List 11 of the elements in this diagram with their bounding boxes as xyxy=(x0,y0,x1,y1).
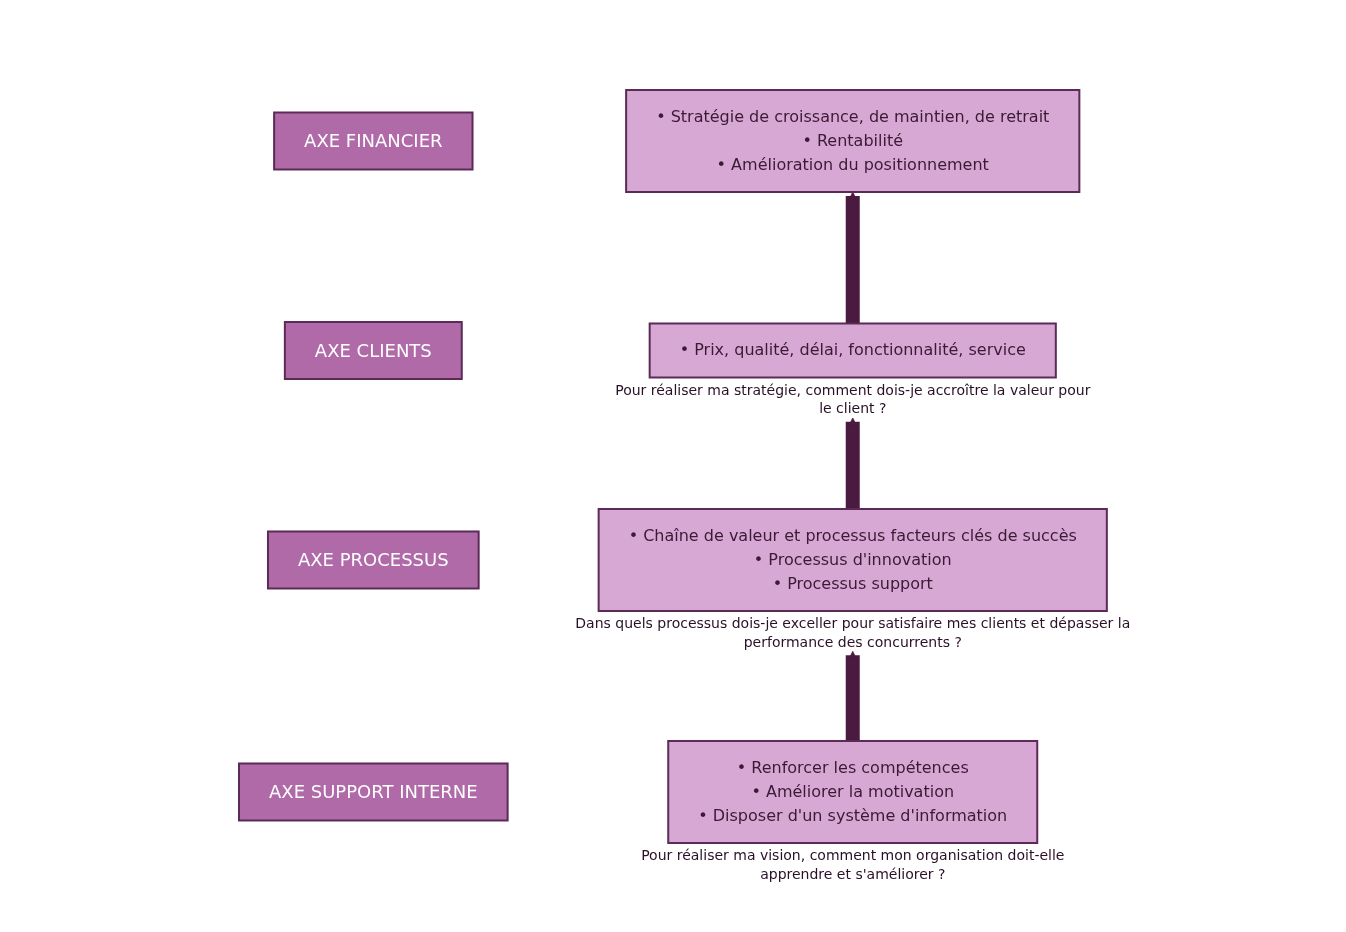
node-box: • Prix, qualité, délai, fonctionnalité, service xyxy=(648,322,1057,378)
node-box: • Renforcer les compétences • Améliorer la motivation • Disposer d'un système d'information xyxy=(667,739,1039,844)
arrow xyxy=(845,650,860,741)
node-box: AXE SUPPORT INTERNE xyxy=(238,762,509,821)
node-box: • Stratégie de croissance, de maintien, de retrait • Rentabilité • Amélioration du positionnement xyxy=(625,88,1081,193)
node-box: AXE FINANCIER xyxy=(273,111,474,170)
node-box: • Chaîne de valeur et processus facteurs clés de succès • Processus d'innovation • Processus support xyxy=(597,507,1108,612)
arrow xyxy=(845,416,860,509)
node-box: AXE PROCESSUS xyxy=(267,530,480,589)
arrow xyxy=(845,191,860,323)
node-box: AXE CLIENTS xyxy=(283,320,463,380)
